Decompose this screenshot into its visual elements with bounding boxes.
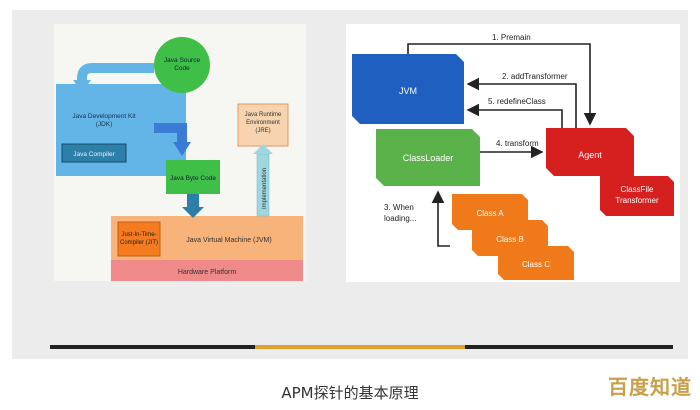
premain-arrow bbox=[407, 43, 597, 126]
jdk-to-bytecode-arrow bbox=[154, 123, 187, 144]
bytecode-to-jvm-head bbox=[182, 207, 204, 218]
premain-label: 1. Premain bbox=[492, 33, 531, 42]
agent-node bbox=[546, 128, 634, 176]
jit-label: Just-In-Time-Compiler (JIT) bbox=[120, 232, 158, 246]
image-panel: Hardware Platform Java Virtual Machine (… bbox=[12, 10, 688, 359]
source-arrow-head bbox=[73, 80, 91, 92]
loading-arrow bbox=[431, 190, 450, 247]
image-caption: APM探针的基本原理 bbox=[281, 384, 419, 402]
redefine-arrow bbox=[466, 103, 563, 128]
progress-bar bbox=[50, 345, 673, 349]
java-architecture-diagram: Hardware Platform Java Virtual Machine (… bbox=[54, 24, 306, 281]
agent-node-label: Agent bbox=[578, 150, 602, 160]
jdk-label: Java Development Kit(JDK) bbox=[72, 113, 135, 128]
add-transformer-arrow bbox=[466, 77, 577, 128]
bytecode-to-jvm-shaft bbox=[187, 194, 199, 208]
jvm-node-label: JVM bbox=[399, 86, 417, 96]
jit-box bbox=[117, 221, 161, 257]
java-source-circle bbox=[154, 37, 210, 93]
class-c-label: Class C bbox=[522, 260, 550, 269]
byte-code-label: Java Byte Code bbox=[170, 175, 216, 182]
classloader-node bbox=[376, 129, 480, 186]
java-architecture-svg: Hardware Platform Java Virtual Machine (… bbox=[56, 37, 303, 281]
java-compiler-label: Java Compiler bbox=[73, 151, 115, 158]
hardware-platform-box bbox=[111, 260, 303, 281]
classloader-node-label: ClassLoader bbox=[403, 153, 454, 163]
class-b-label: Class B bbox=[496, 235, 524, 244]
watermark-logo: 百度知道 bbox=[608, 375, 692, 399]
class-a-label: Class A bbox=[476, 209, 504, 218]
implementation-arrow-head bbox=[253, 144, 273, 154]
jre-box bbox=[237, 103, 289, 147]
class-c-node bbox=[498, 246, 574, 280]
byte-code-box bbox=[166, 160, 220, 194]
progress-segment bbox=[255, 345, 465, 349]
jvm-label: Java Virtual Machine (JVM) bbox=[186, 237, 271, 244]
transform-label: 4. transform bbox=[496, 139, 539, 148]
hardware-platform-label: Hardware Platform bbox=[178, 269, 237, 276]
transformer-node bbox=[600, 176, 674, 216]
redefine-label: 5. redefineClass bbox=[488, 97, 546, 106]
java-compiler-box bbox=[61, 143, 127, 163]
add-transformer-label: 2. addTransformer bbox=[502, 72, 568, 81]
jvm-node bbox=[352, 54, 464, 124]
bytecode-arrow-head bbox=[173, 142, 191, 156]
implementation-label: Implementation bbox=[262, 168, 268, 209]
source-to-jdk-arrow bbox=[77, 63, 154, 84]
